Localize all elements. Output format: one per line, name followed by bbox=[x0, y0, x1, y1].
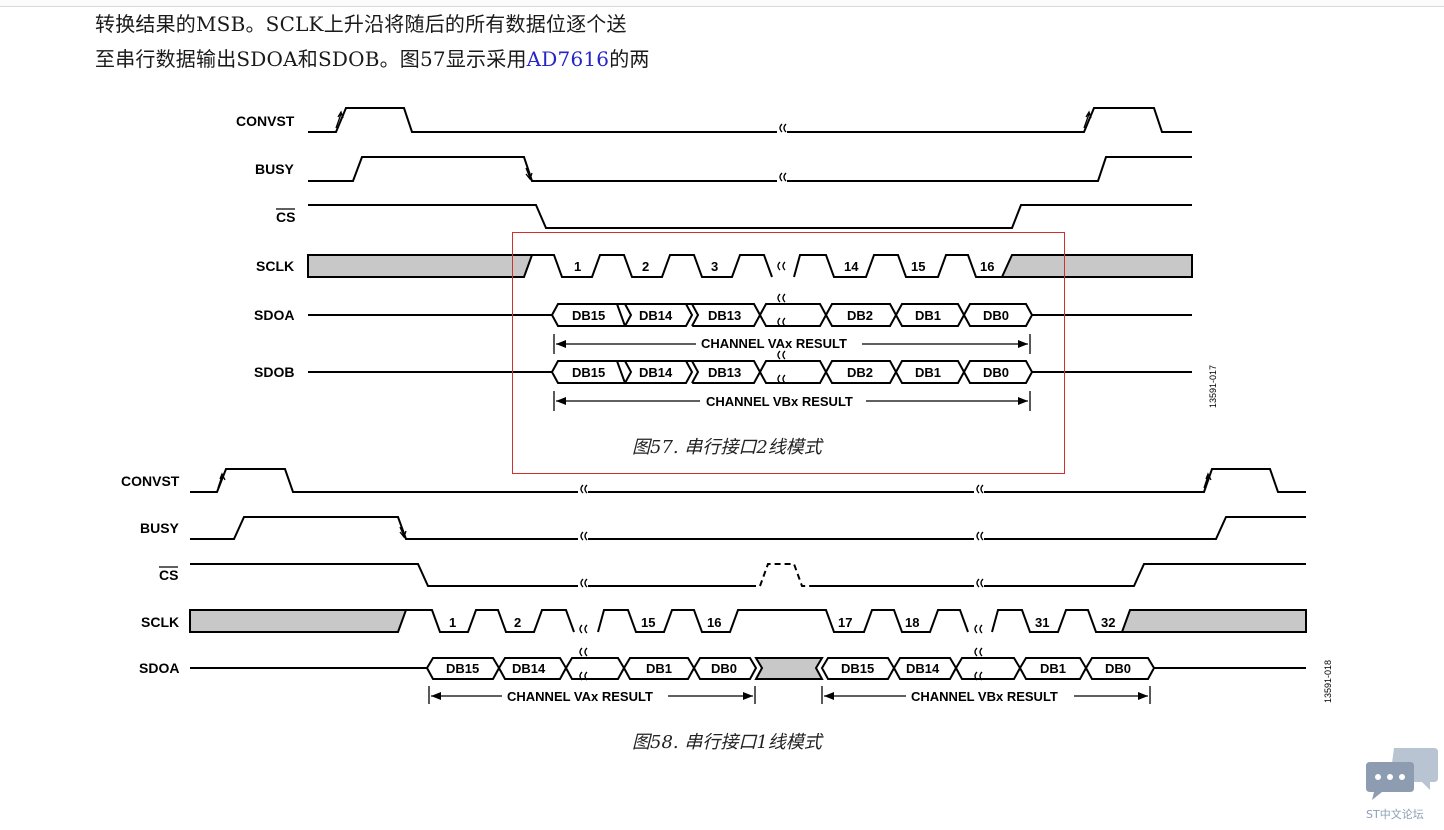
data-cell-label: DB0 bbox=[983, 365, 1009, 380]
data-cell-label: DB15 bbox=[572, 308, 605, 323]
paragraph-text: 至串行数据输出SDOA和SDOB。图57显示采用 bbox=[95, 47, 527, 71]
ad7616-link[interactable]: AD7616 bbox=[526, 47, 610, 71]
break-marks bbox=[777, 123, 787, 384]
sclk-number: 2 bbox=[514, 615, 521, 630]
rising-edge-arrow bbox=[1083, 110, 1092, 129]
sclk-number: 3 bbox=[711, 259, 718, 274]
data-cell-label: DB15 bbox=[446, 661, 479, 676]
span-arrow-b bbox=[821, 686, 1151, 704]
data-cell-label: DB1 bbox=[1040, 661, 1066, 676]
sclk-waveform bbox=[532, 254, 1002, 278]
sclk-number: 2 bbox=[642, 259, 649, 274]
rising-edge-arrow bbox=[335, 110, 344, 129]
paragraph-line-1: 转换结果的MSB。SCLK上升沿将随后的所有数据位逐个送 bbox=[95, 12, 627, 36]
signal-label-busy: BUSY bbox=[255, 161, 295, 177]
sclk-number: 1 bbox=[574, 259, 581, 274]
data-cell-label: DB13 bbox=[708, 308, 741, 323]
signal-label-cs: CS bbox=[159, 567, 178, 583]
data-cell-label: DB14 bbox=[639, 308, 673, 323]
span-label-vbx: CHANNEL VBx RESULT bbox=[911, 689, 1058, 704]
data-cell-label: DB13 bbox=[708, 365, 741, 380]
sclk-number: 17 bbox=[838, 615, 852, 630]
cs-waveform bbox=[190, 563, 1306, 587]
span-arrow-a bbox=[553, 334, 1031, 354]
data-cell-label: DB2 bbox=[847, 365, 873, 380]
cs-waveform bbox=[308, 204, 1192, 229]
forum-watermark-label: ST中文论坛 bbox=[1366, 808, 1424, 821]
rising-edge-arrow bbox=[1203, 472, 1212, 489]
figure-58-caption: 图58. 串行接口1线模式 bbox=[632, 732, 822, 753]
sclk-number: 14 bbox=[844, 259, 859, 274]
data-cell-label: DB1 bbox=[915, 365, 941, 380]
data-cell-label: DB2 bbox=[847, 308, 873, 323]
cs-pulse-optional bbox=[750, 563, 812, 587]
busy-waveform bbox=[190, 516, 1306, 540]
data-cell-label: DB1 bbox=[915, 308, 941, 323]
figure-57-caption: 图57. 串行接口2线模式 bbox=[632, 437, 822, 458]
paragraph-text-end: 的两 bbox=[609, 47, 650, 71]
sclk-number: 1 bbox=[449, 615, 456, 630]
data-cell-label: DB15 bbox=[572, 365, 605, 380]
sclk-waveform bbox=[406, 609, 1122, 633]
falling-edge-arrow bbox=[399, 526, 407, 539]
data-cell-label: DB1 bbox=[646, 661, 672, 676]
sclk-number: 16 bbox=[707, 615, 721, 630]
signal-label-convst: CONVST bbox=[121, 473, 180, 489]
sclk-number: 16 bbox=[980, 259, 994, 274]
signal-label-sclk: SCLK bbox=[141, 614, 179, 630]
convst-waveform bbox=[308, 107, 1192, 133]
highlight-box bbox=[512, 232, 1065, 474]
busy-waveform bbox=[308, 156, 1192, 182]
sclk-idle-region bbox=[1120, 609, 1307, 633]
falling-edge-arrow bbox=[525, 167, 533, 181]
sclk-number: 15 bbox=[641, 615, 655, 630]
span-label-vax: CHANNEL VAx RESULT bbox=[701, 336, 847, 351]
signal-label-sdoa: SDOA bbox=[254, 307, 294, 323]
signal-label-sdob: SDOB bbox=[254, 364, 294, 380]
sclk-idle-region bbox=[307, 254, 534, 278]
sclk-number: 15 bbox=[911, 259, 925, 274]
data-cell-label: DB14 bbox=[512, 661, 546, 676]
sdob-bus bbox=[308, 360, 1192, 384]
signal-label-convst: CONVST bbox=[236, 113, 295, 129]
sclk-idle-region bbox=[1000, 254, 1193, 278]
top-border bbox=[0, 0, 1444, 7]
sclk-number: 32 bbox=[1101, 615, 1115, 630]
break-marks bbox=[579, 484, 984, 681]
paragraph-line-2: 至串行数据输出SDOA和SDOB。图57显示采用AD7616的两 bbox=[95, 43, 650, 72]
data-cell-label: DB15 bbox=[841, 661, 874, 676]
sclk-number: 18 bbox=[905, 615, 919, 630]
forum-chat-icon[interactable] bbox=[1364, 744, 1440, 804]
data-cell-label: DB0 bbox=[711, 661, 737, 676]
figure-id: 13591-017 bbox=[1208, 365, 1218, 408]
span-label-vbx: CHANNEL VBx RESULT bbox=[706, 394, 853, 409]
span-label-vax: CHANNEL VAx RESULT bbox=[507, 689, 653, 704]
sdoa-bus bbox=[190, 657, 1306, 680]
span-arrow-b bbox=[553, 391, 1031, 411]
figure-id: 13591-018 bbox=[1323, 660, 1333, 703]
data-cell-label: DB14 bbox=[906, 661, 940, 676]
signal-label-cs: CS bbox=[276, 209, 295, 225]
data-cell-label: DB0 bbox=[983, 308, 1009, 323]
signal-label-sdoa: SDOA bbox=[139, 660, 179, 676]
sclk-number: 31 bbox=[1035, 615, 1049, 630]
sclk-idle-region bbox=[189, 609, 408, 633]
sdoa-bus bbox=[308, 303, 1192, 327]
signal-label-busy: BUSY bbox=[140, 520, 180, 536]
rising-edge-arrow bbox=[217, 472, 226, 489]
span-arrow-a bbox=[428, 686, 756, 704]
convst-waveform bbox=[190, 468, 1306, 493]
data-cell-label: DB0 bbox=[1105, 661, 1131, 676]
signal-label-sclk: SCLK bbox=[256, 258, 294, 274]
data-cell-label: DB14 bbox=[639, 365, 673, 380]
